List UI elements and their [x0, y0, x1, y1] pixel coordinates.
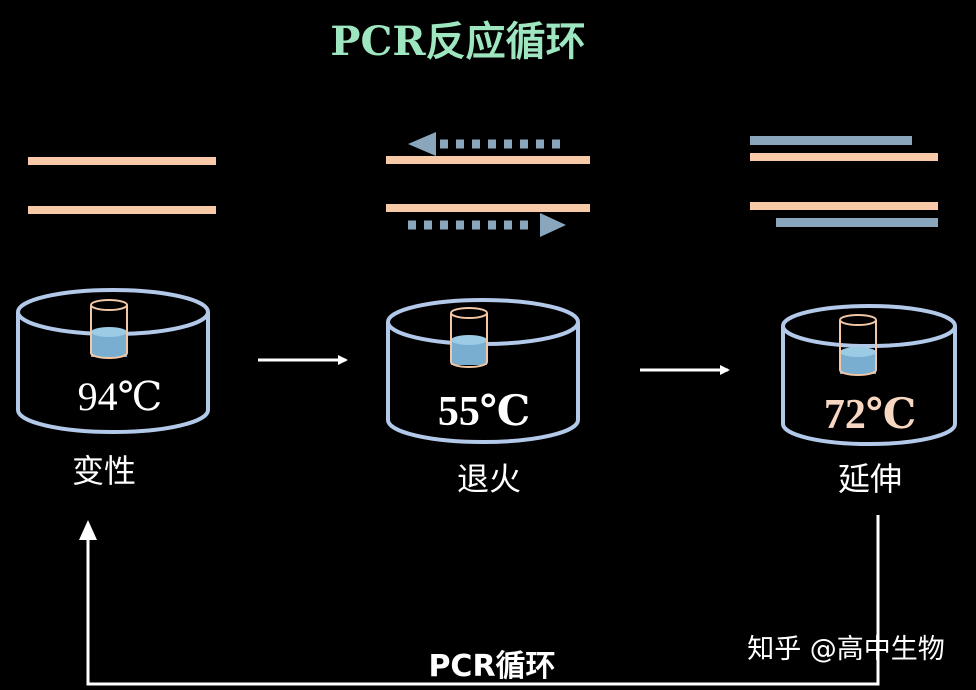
cycle-loop-arrow [86, 515, 880, 686]
cycle-label: PCR循环 [428, 649, 555, 684]
stage-label-denaturation: 变性 [72, 452, 136, 490]
dna-strand-bottom [386, 204, 590, 212]
temperature-label: 94℃ [78, 374, 163, 419]
dna-strands-annealing [386, 132, 590, 237]
arrow-up-icon [79, 520, 97, 540]
pcr-tube-icon [450, 307, 488, 368]
primer-arrow-right [408, 213, 566, 237]
water-bath-72: 72℃ [781, 304, 957, 446]
primer-arrow-left [408, 132, 562, 156]
water-bath-94: 94℃ [16, 288, 210, 434]
diagram-title: PCR反应循环 [330, 18, 585, 65]
dna-strands-denaturation [28, 157, 216, 214]
temperature-label: 55℃ [438, 389, 530, 435]
stage-label-annealing: 退火 [457, 460, 521, 498]
dna-strands-extension [750, 136, 938, 227]
new-strand-bottom [776, 218, 938, 227]
new-strand-top [750, 136, 912, 145]
dna-strand-bottom [750, 202, 938, 210]
stage-label-extension: 延伸 [838, 460, 902, 498]
dna-strand-top [386, 156, 590, 164]
watermark: 知乎 @高中生物 [747, 634, 945, 665]
dna-strand-top [28, 157, 216, 165]
pcr-tube-icon [90, 299, 128, 359]
dna-strand-bottom [28, 206, 216, 214]
dna-strand-top [750, 153, 938, 161]
water-bath-55: 55℃ [386, 298, 580, 444]
temperature-label: 72℃ [824, 392, 916, 438]
pcr-tube-icon [839, 314, 877, 376]
